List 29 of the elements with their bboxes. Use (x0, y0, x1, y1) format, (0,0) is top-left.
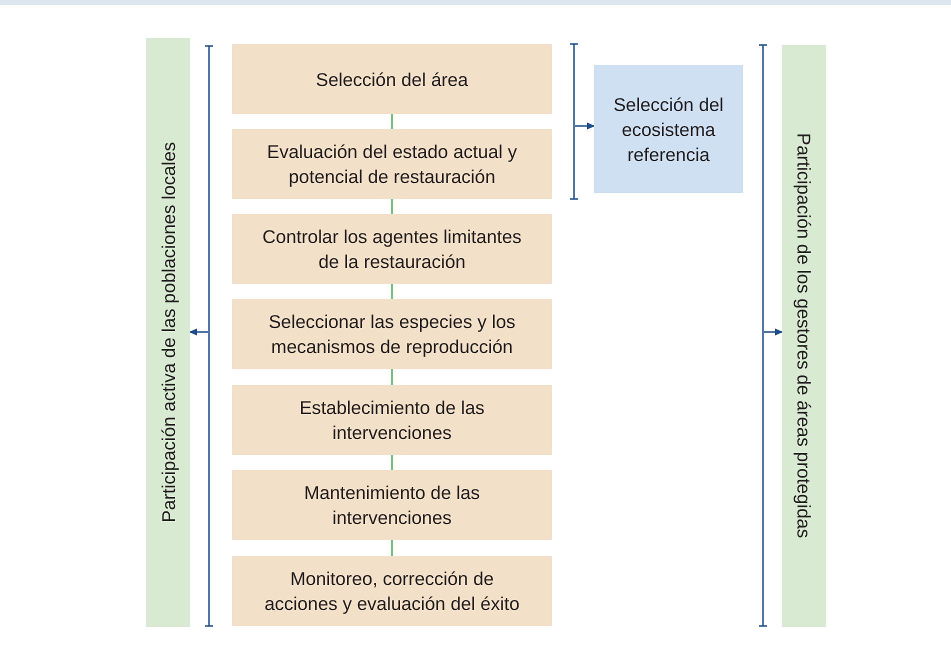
step-label: Selección del ecosistema referencia (612, 92, 725, 166)
reference-box (594, 65, 743, 193)
side-band (782, 45, 826, 627)
connector-line (391, 199, 393, 214)
step-label: Selección del área (316, 68, 468, 92)
step-box (232, 556, 552, 626)
arrow (189, 328, 208, 336)
band-label: Participación activa de las poblaciones locales (156, 142, 180, 523)
arrow (764, 328, 783, 336)
step-label: Controlar los agentes limitantes de la restauración (261, 225, 523, 274)
step-box (232, 299, 552, 369)
connector-line (391, 284, 393, 299)
step-box (232, 44, 552, 114)
step-box (232, 385, 552, 455)
connector-line (391, 114, 393, 129)
step-label: Mantenimiento de las intervenciones (303, 481, 481, 530)
band-label: Participación de los gestores de áreas protegidas (792, 133, 816, 539)
arrow (575, 122, 595, 130)
step-label: Seleccionar las especies y los mecanismos de reproducción (268, 310, 516, 359)
step-box (232, 214, 552, 284)
side-band (146, 38, 190, 627)
connector-line (391, 540, 393, 556)
step-label: Establecimiento de las intervenciones (298, 396, 486, 445)
step-label: Evaluación del estado actual y potencial de restauración (266, 140, 518, 189)
step-box (232, 129, 552, 199)
connector-line (391, 369, 393, 385)
connector-line (391, 455, 393, 470)
step-label: Monitoreo, corrección de acciones y evaluación del éxito (263, 567, 521, 616)
step-box (232, 470, 552, 540)
